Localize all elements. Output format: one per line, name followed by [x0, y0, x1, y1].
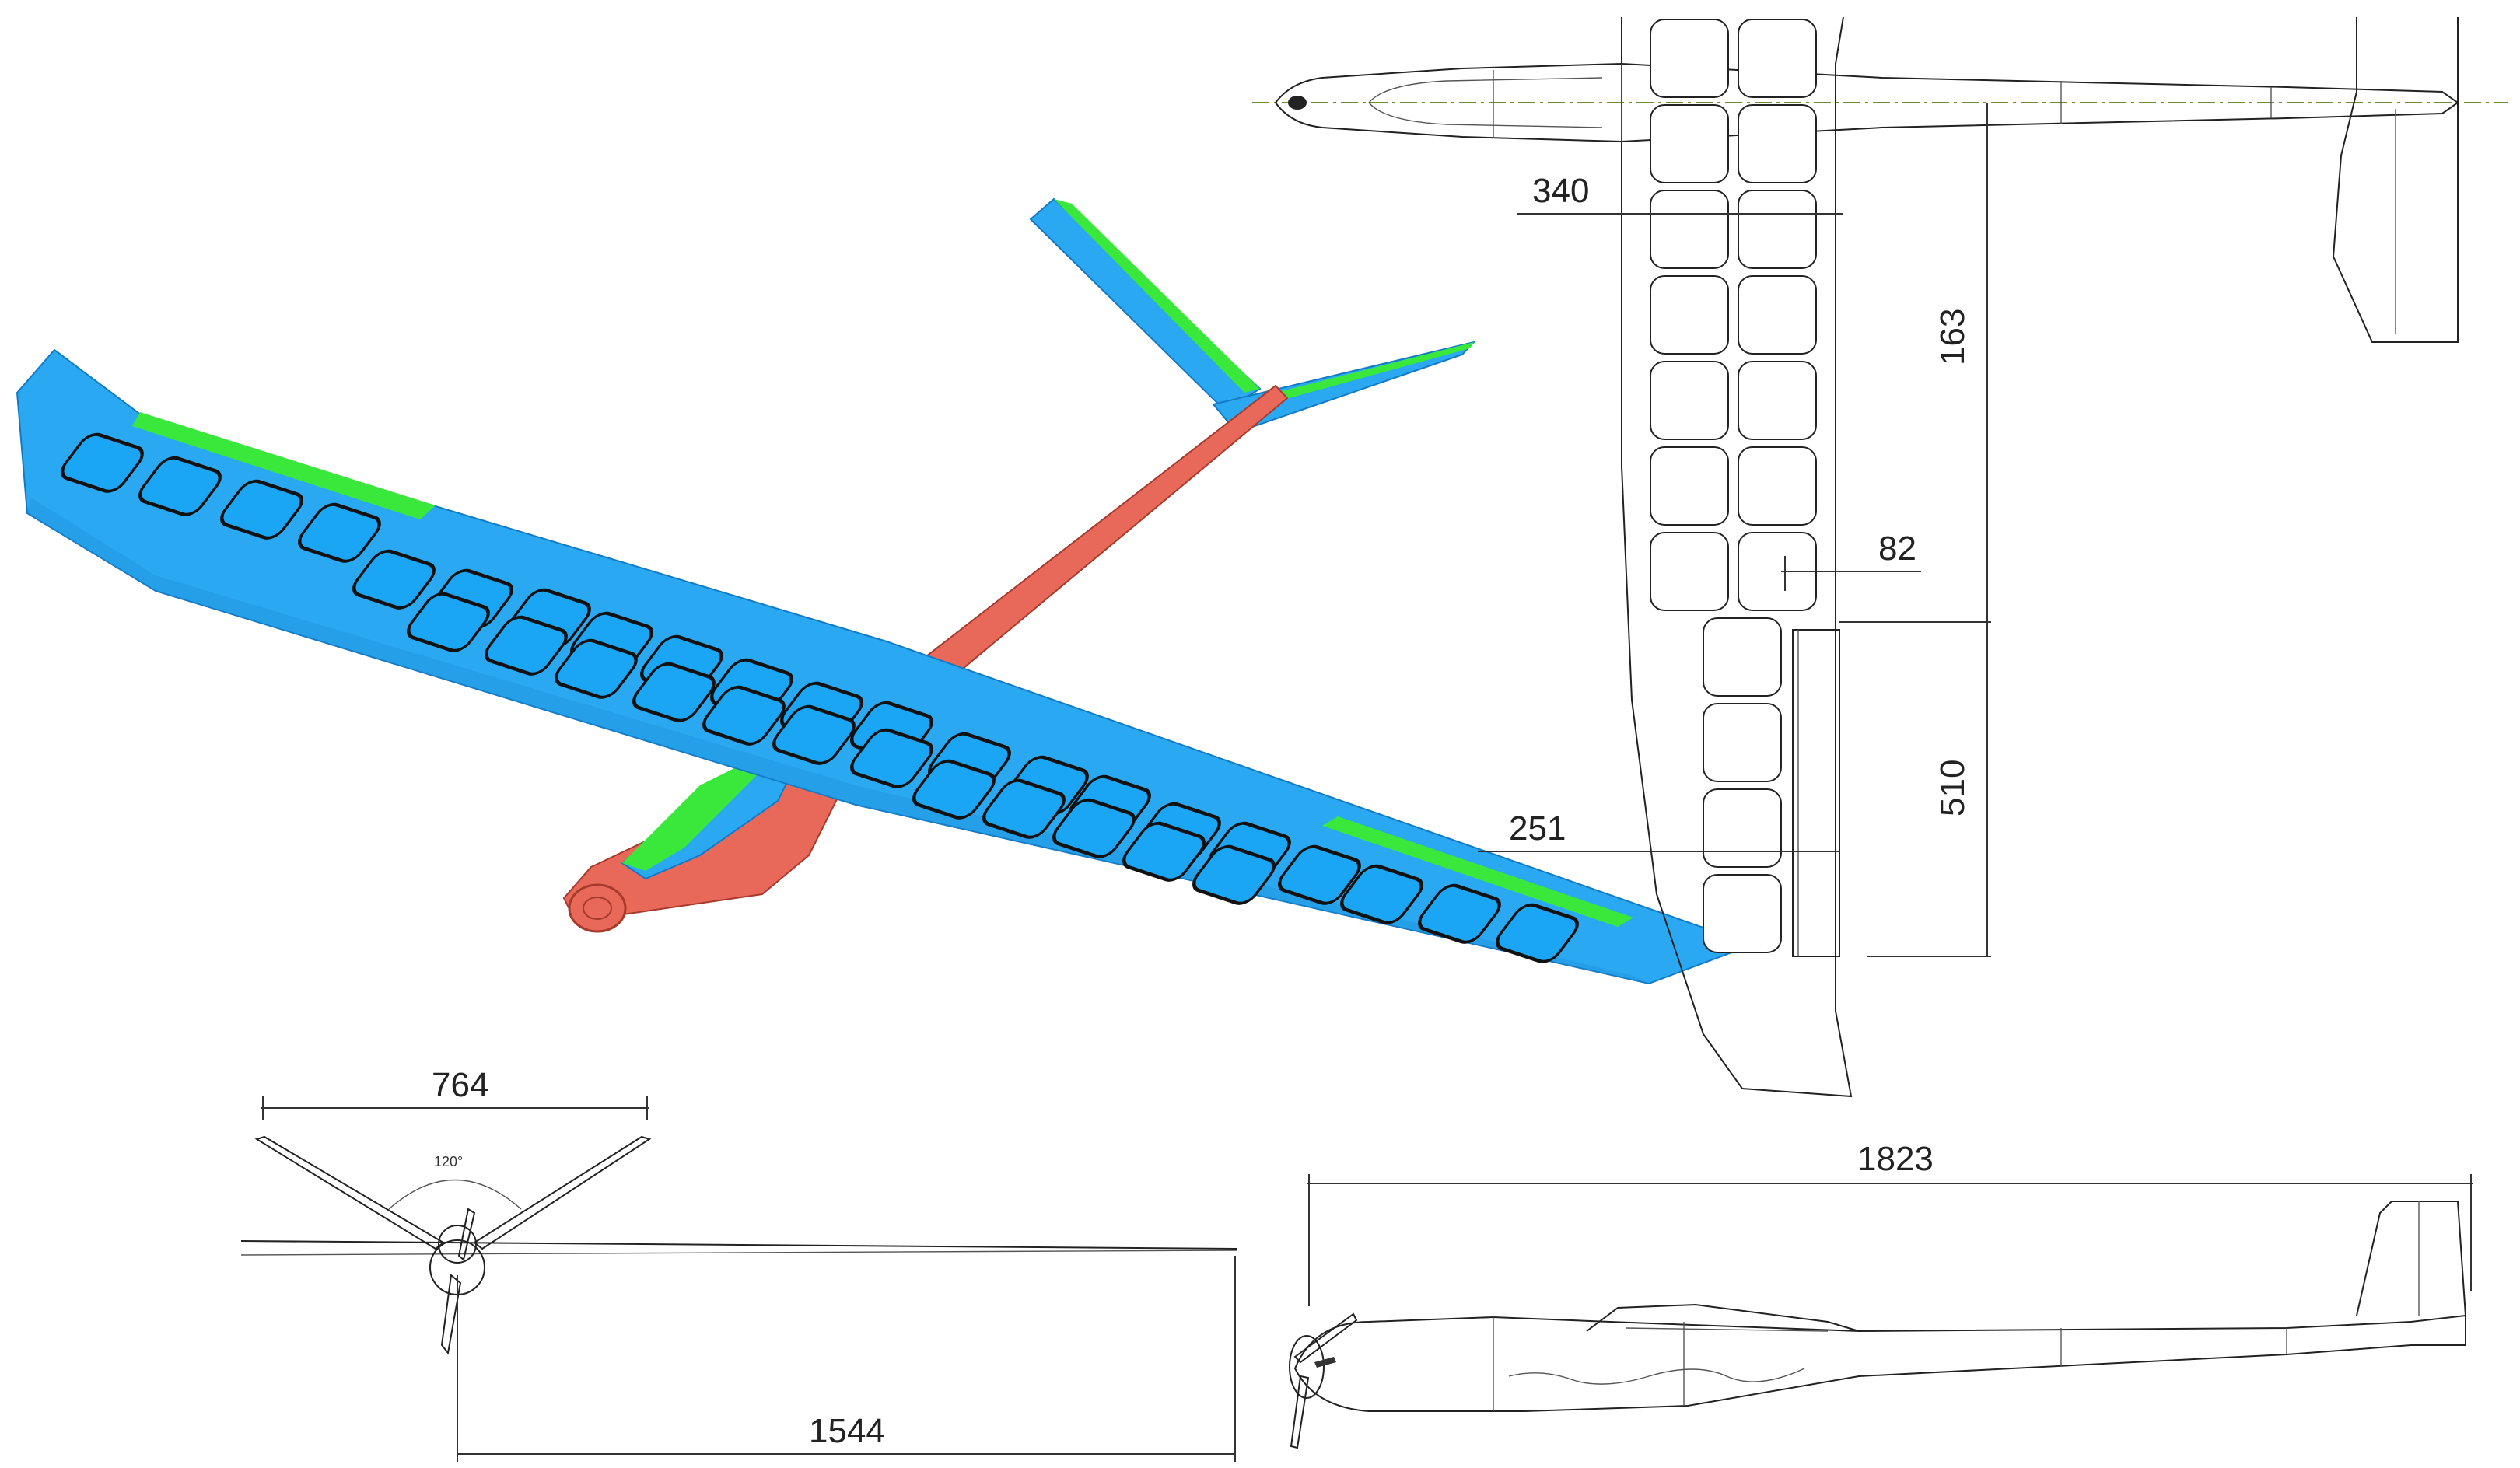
- dim-label-510: 510: [1934, 760, 1972, 816]
- dim-label-764: 764: [432, 1066, 488, 1104]
- dim-label-1823: 1823: [1857, 1140, 1934, 1178]
- dim-label-251: 251: [1509, 809, 1566, 848]
- front-view: 764 120° 1544: [240, 1066, 1237, 1462]
- isometric-3d-view: [16, 197, 1748, 985]
- dim-label-1544: 1544: [809, 1412, 885, 1450]
- top-view-solar-cells: [1650, 19, 1817, 953]
- top-view: 340 163 82 510 251: [1252, 16, 2508, 1098]
- wing-solar-cells: [61, 432, 1579, 963]
- dim-label-163: 163: [1934, 309, 1972, 365]
- dim-label-82: 82: [1878, 530, 1916, 568]
- angle-label-120: 120°: [434, 1154, 463, 1169]
- side-view: 1823: [1289, 1140, 2473, 1449]
- dim-label-340: 340: [1532, 172, 1589, 210]
